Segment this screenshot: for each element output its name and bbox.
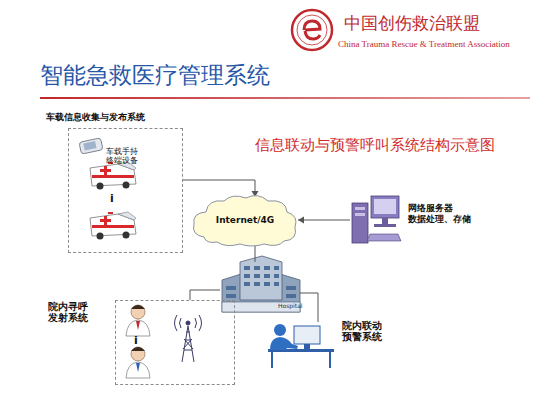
logo-part xyxy=(304,21,320,39)
operator-at-desk-part xyxy=(304,344,310,349)
hospital-building-part xyxy=(226,286,236,290)
logo xyxy=(292,10,332,50)
operator-at-desk xyxy=(268,324,334,368)
ambulance-part xyxy=(97,183,104,190)
logo-english: China Trauma Rescue & Treatment Associat… xyxy=(338,39,510,50)
hospital-building-part xyxy=(264,266,270,270)
hospital-node: Hospital xyxy=(220,258,305,313)
hospital-building-part xyxy=(286,294,296,298)
ambulance-part xyxy=(118,212,136,220)
ambulance-part xyxy=(92,225,134,228)
ambulance-part xyxy=(100,166,111,175)
connector-line xyxy=(183,180,255,197)
server-computer-part xyxy=(374,199,396,214)
diagram-subtitle: 信息联动与预警呼叫系统结构示意图 xyxy=(255,136,495,154)
node-label: 院内寻呼 发射系统 xyxy=(48,301,104,324)
doctor xyxy=(126,305,150,336)
ellipsis-mark: i xyxy=(110,192,114,205)
doctor-part xyxy=(136,363,140,372)
doctor-part xyxy=(131,347,145,361)
title-rule xyxy=(40,97,530,99)
server-computer-part xyxy=(382,218,388,224)
internet-cloud: Internet/4G xyxy=(190,193,300,248)
operator-at-desk-part xyxy=(274,324,286,336)
connector xyxy=(298,217,350,224)
antenna-tower-part xyxy=(182,326,194,362)
connector xyxy=(300,293,318,322)
antenna-tower xyxy=(175,315,202,362)
doctor-part xyxy=(136,321,140,330)
hospital-building-part xyxy=(264,282,270,286)
operator-at-desk-part xyxy=(270,337,298,350)
doctor xyxy=(126,347,150,378)
ambulance-part xyxy=(100,216,111,225)
server-computer-part xyxy=(367,234,401,241)
node-label: 院内联动 预警系统 xyxy=(342,320,394,343)
ambulance-part xyxy=(92,175,134,178)
ambulance-part xyxy=(108,212,113,214)
hospital-building-part xyxy=(274,282,279,286)
connector-line xyxy=(255,245,256,262)
doctor-part xyxy=(126,320,150,336)
hospital-building-part xyxy=(254,282,260,286)
ambulance-part xyxy=(97,233,104,240)
operator-at-desk-part xyxy=(294,326,320,344)
hospital-building-part xyxy=(254,266,260,270)
antenna-tower-part xyxy=(183,339,193,349)
server-computer-part xyxy=(355,207,365,210)
server-computer-part xyxy=(355,213,365,216)
hospital-building-part xyxy=(240,256,282,300)
handheld-device-part xyxy=(83,141,96,150)
connector-line xyxy=(300,293,318,322)
logo-part xyxy=(292,10,332,50)
ambulance xyxy=(90,162,136,190)
antenna-tower-part xyxy=(186,321,190,325)
doctor-part xyxy=(126,362,150,378)
connector xyxy=(255,245,256,262)
device-label: 车载手持终端设备 xyxy=(106,147,140,165)
arrowhead xyxy=(298,217,304,224)
server-computer xyxy=(352,196,401,243)
node-label: 车载信息收集与发布系统 xyxy=(46,112,145,123)
doctor-part xyxy=(131,347,145,351)
connector-line xyxy=(298,220,350,221)
hospital-building-part xyxy=(226,294,236,298)
hospital-building-part xyxy=(244,266,250,270)
hospital-building-part xyxy=(244,282,250,286)
node-label: Hospital xyxy=(278,303,302,309)
node-label: 网络服务器 数据处理、存储 xyxy=(408,203,480,225)
alert-system-node: 院内联动 预警系统 xyxy=(262,322,337,370)
server-computer-part xyxy=(352,203,368,243)
hospital-building-part xyxy=(274,274,279,278)
ambulance-part xyxy=(123,182,130,189)
ambulance xyxy=(90,212,136,240)
slide-title: 智能急救医疗管理系统 xyxy=(40,62,270,90)
antenna-tower-part xyxy=(175,315,202,331)
antenna-tower-part xyxy=(184,332,192,350)
hospital-building-part xyxy=(286,286,296,290)
server-computer-part xyxy=(374,224,396,227)
node-label: Internet/4G xyxy=(190,193,300,248)
server-computer-part xyxy=(371,196,399,218)
hospital-building-part xyxy=(254,274,260,278)
operator-at-desk-part xyxy=(272,352,330,368)
ambulance-part xyxy=(123,232,130,239)
vehicle-system-box: 车载信息收集与发布系统 xyxy=(68,128,183,253)
handheld-device-part xyxy=(79,138,103,154)
connector-line xyxy=(190,290,220,300)
handheld-device xyxy=(79,138,103,154)
doctor-part xyxy=(131,305,145,309)
logo-chinese: 中国创伤救治联盟 xyxy=(344,13,480,33)
hospital-building-part xyxy=(244,274,250,278)
connector xyxy=(190,290,220,300)
hospital-building-part xyxy=(264,274,270,278)
logo-part xyxy=(297,15,327,45)
hospital-building-part xyxy=(274,266,279,270)
doctor-part xyxy=(131,305,145,319)
ellipsis-mark: i xyxy=(134,334,138,347)
connector xyxy=(183,180,259,197)
paging-system-box: 院内寻呼 发射系统 xyxy=(115,300,235,385)
server-node: 网络服务器 数据处理、存储 xyxy=(350,193,402,245)
